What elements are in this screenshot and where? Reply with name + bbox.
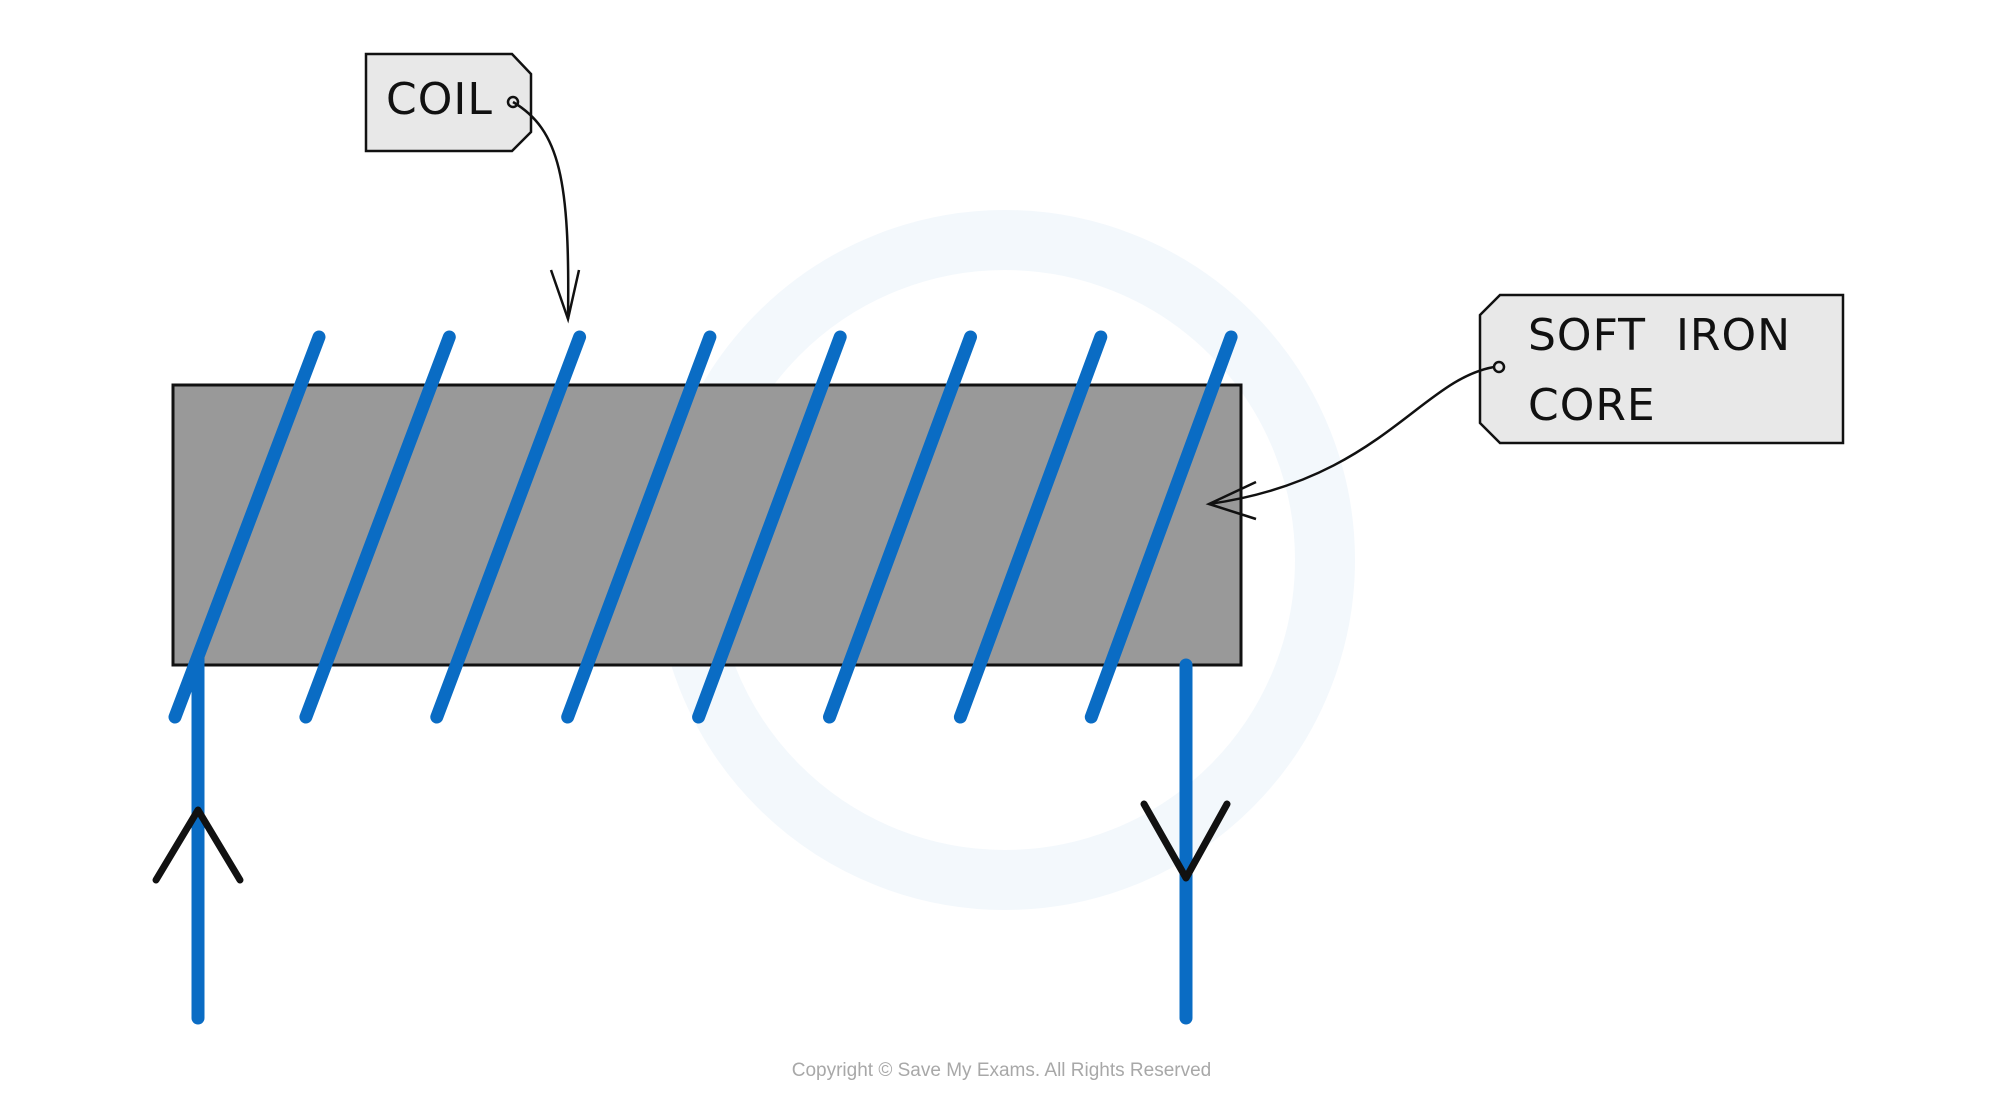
soft-iron-core-tag	[1478, 293, 1845, 445]
core-label-line1: SOFT IRON	[1528, 310, 1792, 361]
soft-iron-core	[171, 383, 1243, 667]
core-label-line2: CORE	[1528, 380, 1656, 431]
core-pointer-line	[1208, 365, 1495, 506]
coil-turn	[823, 330, 977, 724]
core-pointer-arrowhead-icon	[1205, 480, 1257, 521]
coil-turn	[692, 330, 847, 724]
coil-tag	[364, 52, 533, 153]
coil-turn	[430, 330, 587, 724]
coil-turn	[299, 330, 456, 724]
coil-label: COIL	[386, 74, 493, 125]
coil-turn	[1084, 330, 1238, 724]
coil-pointer-line	[512, 100, 570, 320]
coil-turn	[953, 330, 1108, 724]
coil-turn	[561, 330, 717, 724]
copyright-text: Copyright © Save My Exams. All Rights Re…	[791, 1060, 1212, 1081]
coil-pointer-arrowhead-icon	[549, 269, 581, 324]
current-down-arrow-icon	[1140, 800, 1231, 882]
current-up-arrow-icon	[152, 806, 244, 884]
